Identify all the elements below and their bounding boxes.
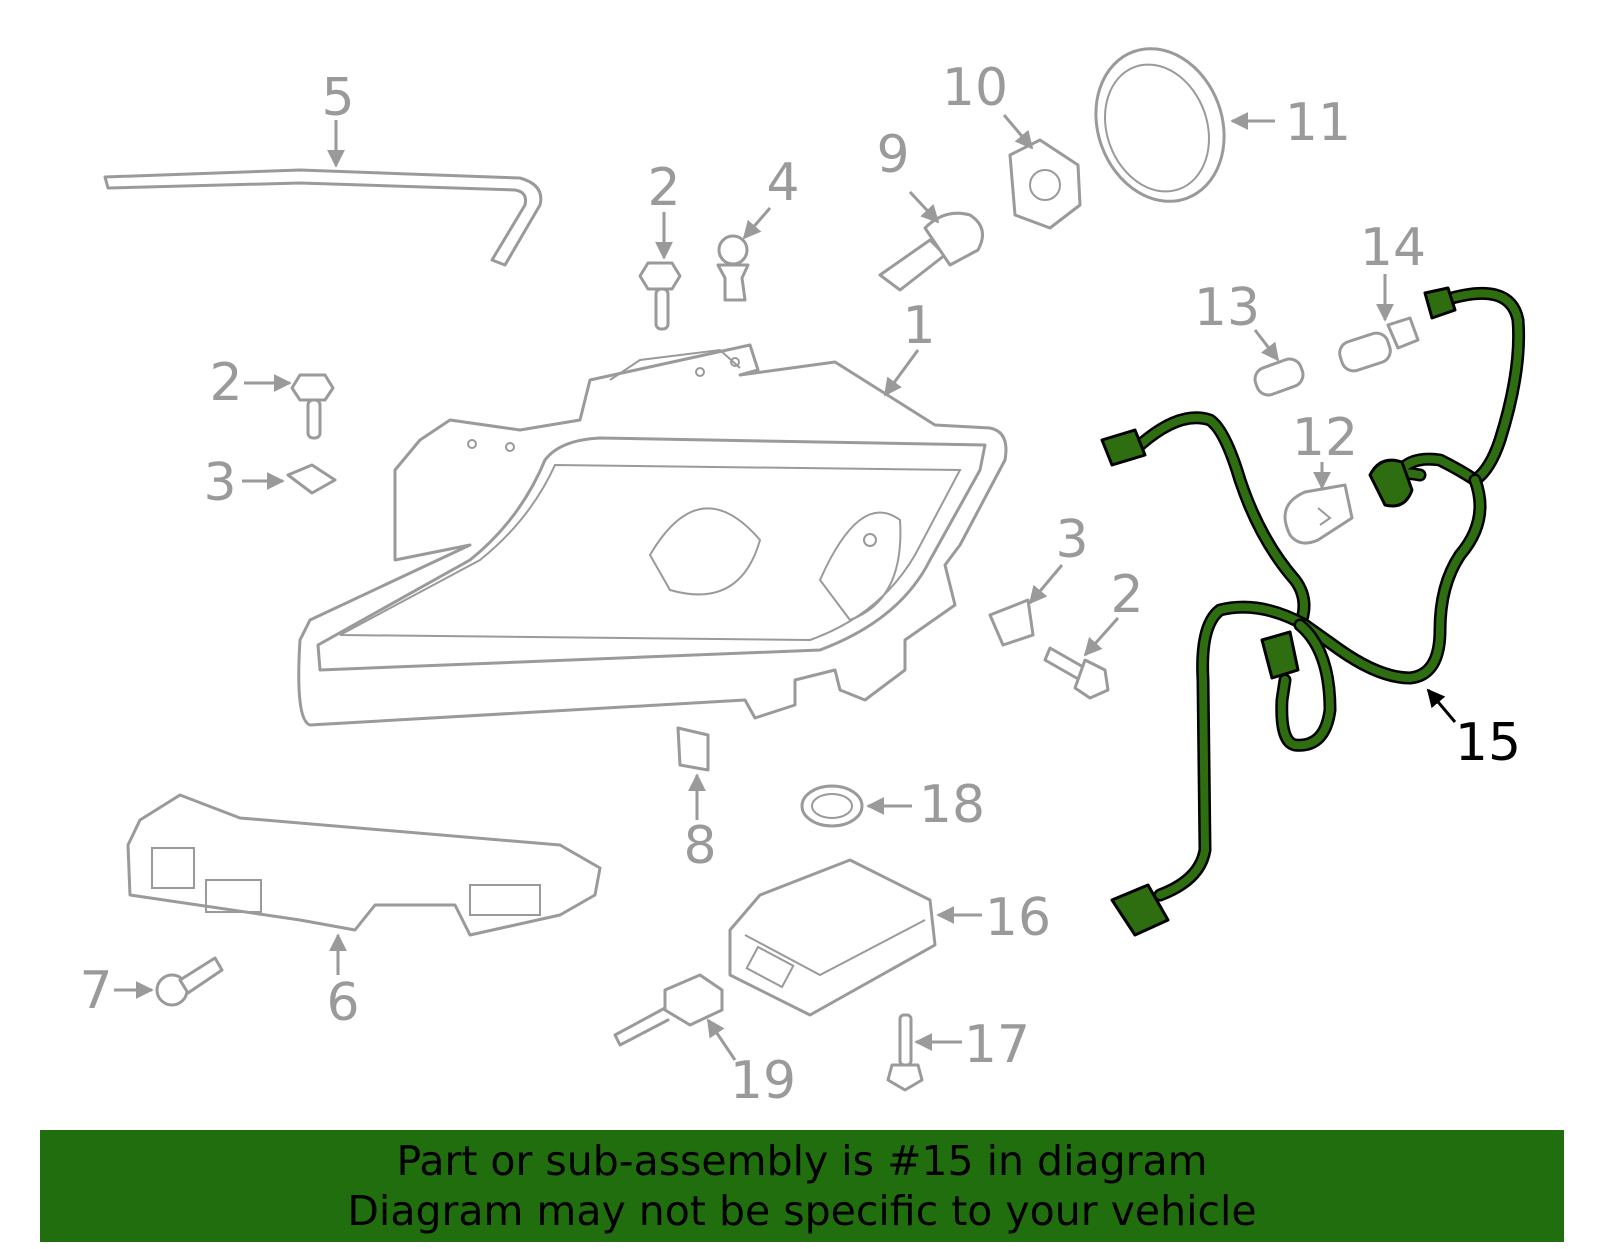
callout-3-left: 3	[203, 453, 236, 513]
part-17-screw	[886, 1013, 962, 1092]
callout-14: 14	[1360, 218, 1426, 278]
part-7-bolt	[114, 956, 224, 1007]
part-19-connector	[613, 973, 737, 1061]
callout-2-top: 2	[647, 158, 680, 218]
callout-19: 19	[730, 1051, 796, 1111]
part-3-clip-right	[988, 564, 1064, 647]
part-16-ballast	[728, 858, 982, 1017]
part-3-clip-left	[242, 463, 337, 495]
callout-labels: 1 2 2 2 3 3 4 5 6 7 8 9 10 11 12 13 14 1…	[79, 58, 1521, 1111]
callout-11: 11	[1285, 93, 1351, 153]
callout-10: 10	[942, 58, 1008, 118]
callout-1: 1	[902, 296, 935, 356]
info-banner: Part or sub-assembly is #15 in diagram D…	[40, 1130, 1564, 1242]
callout-6: 6	[326, 973, 359, 1033]
callout-3-right: 3	[1055, 510, 1088, 570]
callout-17: 17	[964, 1015, 1030, 1075]
callout-5: 5	[321, 68, 354, 128]
part-18-seal-ring	[800, 784, 912, 828]
part-4-clip	[716, 207, 772, 302]
part-13-small-bulb	[1253, 329, 1305, 397]
part-5-trim-strip	[103, 120, 543, 267]
part-9-bulb	[878, 190, 984, 292]
callout-2-right: 2	[1110, 565, 1143, 625]
callout-9: 9	[876, 125, 909, 185]
part-2-bolt-top	[638, 212, 682, 331]
part-14-bulb-socket	[1338, 274, 1420, 373]
callout-13: 13	[1194, 278, 1260, 338]
callout-4: 4	[766, 153, 799, 213]
banner-line-1: Part or sub-assembly is #15 in diagram	[396, 1137, 1208, 1185]
callout-18: 18	[919, 775, 985, 835]
callout-16: 16	[985, 888, 1051, 948]
part-11-cover	[1094, 47, 1275, 203]
part-15-wiring-harness[interactable]	[1100, 286, 1526, 937]
callout-15: 15	[1455, 713, 1521, 773]
part-12-bulb	[1283, 462, 1354, 545]
banner-line-2: Diagram may not be specific to your vehi…	[347, 1187, 1257, 1235]
callout-2-left: 2	[209, 353, 242, 413]
part-6-bracket	[126, 793, 602, 975]
callout-7: 7	[79, 961, 112, 1021]
callout-8: 8	[683, 816, 716, 876]
part-2-bolt-left	[244, 373, 335, 440]
part-8-nut-clip	[676, 726, 710, 820]
callout-12: 12	[1292, 408, 1358, 468]
part-10-socket	[1002, 114, 1082, 230]
part-1-headlamp-assembly	[297, 343, 1008, 727]
part-2-bolt-right	[1043, 617, 1120, 700]
